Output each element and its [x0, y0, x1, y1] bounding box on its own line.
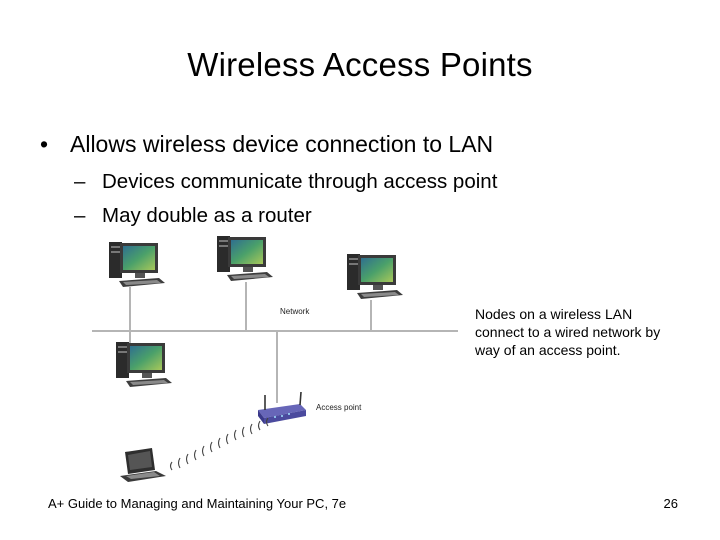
desktop-computer-icon: [116, 342, 172, 387]
desktop-computer-icon: [217, 236, 273, 281]
network-cables: [92, 282, 458, 403]
subbullet-item: –May double as a router: [74, 204, 312, 228]
footer-text: A+ Guide to Managing and Maintaining You…: [48, 496, 347, 511]
slide-title: Wireless Access Points: [187, 46, 533, 83]
bullet-marker: •: [40, 131, 49, 157]
subbullet-text: Devices communicate through access point: [102, 170, 498, 193]
desktop-computer-icon: [347, 254, 403, 299]
subbullet-item: –Devices communicate through access poin…: [74, 170, 497, 194]
subbullet-text: May double as a router: [102, 204, 312, 227]
wireless-signal-icon: [169, 417, 269, 471]
diagram-caption: Nodes on a wireless LAN connect to a wir…: [475, 306, 661, 358]
access-point-label: Access point: [316, 403, 362, 412]
network-label: Network: [280, 307, 310, 316]
bullet-text: Allows wireless device connection to LAN: [70, 131, 494, 157]
desktop-computer-icon: [109, 242, 165, 287]
bullet-item: • Allows wireless device connection to LA…: [40, 131, 493, 158]
subbullet-marker: –: [74, 204, 86, 227]
page-number: 26: [663, 496, 678, 511]
laptop-icon: [120, 448, 166, 482]
access-point-icon: [258, 391, 306, 424]
subbullet-marker: –: [74, 170, 86, 193]
